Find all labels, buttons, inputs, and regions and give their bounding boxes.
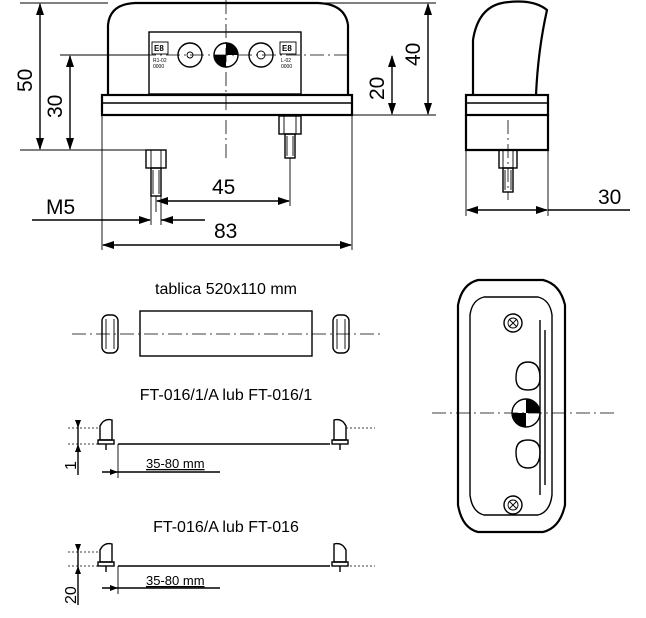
right-badge-code-1: L-02 <box>281 58 291 64</box>
dim-height-body: 30 <box>44 95 67 118</box>
dim-height-lens: 20 <box>366 77 389 100</box>
left-approval-badge: E8 R1-02 0000 <box>151 41 169 70</box>
caption-plate: tablica 520x110 mm <box>155 281 297 298</box>
lens-window <box>148 31 302 95</box>
dim-height-total: 50 <box>14 69 37 92</box>
variant-1-offset: 35-80 mm <box>146 456 205 471</box>
caption-variant-1: FT-016/1/A lub FT-016/1 <box>140 387 313 404</box>
bottom-outer-outline <box>456 278 567 534</box>
dim-height-cap: 40 <box>402 43 425 66</box>
left-badge-mark: E8 <box>154 44 164 53</box>
variant-2-offset: 35-80 mm <box>146 573 205 588</box>
license-plate <box>139 310 313 357</box>
side-base <box>464 93 550 117</box>
left-badge-code-1: R1-02 <box>153 58 167 64</box>
lamp-body-outline <box>106 1 350 95</box>
left-bolt <box>145 149 167 197</box>
side-view: 30 <box>464 0 630 216</box>
bottom-inner-outline <box>469 296 553 516</box>
front-view: E8 R1-02 0000 E8 L-02 0000 <box>14 0 436 250</box>
plate-lamp-right <box>332 314 350 354</box>
dim-width-total: 83 <box>214 220 237 243</box>
plate-lamp-left <box>101 314 119 354</box>
right-bolt <box>278 115 302 159</box>
left-badge-code-2: 0000 <box>153 64 164 70</box>
right-badge-code-2: 0000 <box>281 64 292 70</box>
variant-2-view: FT-016/A lub FT-016 20 35-80 mm <box>63 519 375 605</box>
dim-thread: M5 <box>46 196 75 219</box>
dim-depth: 30 <box>598 186 621 209</box>
bottom-screw-icon <box>503 495 523 515</box>
variant-1-view: FT-016/1/A lub FT-016/1 1 35-80 mm <box>63 387 375 478</box>
variant-1-height: 1 <box>63 461 80 470</box>
caption-variant-2: FT-016/A lub FT-016 <box>153 519 299 536</box>
dim-bolt-spacing: 45 <box>212 176 235 199</box>
base-plate <box>100 93 354 117</box>
right-approval-badge: E8 L-02 0000 <box>279 41 297 70</box>
bottom-view <box>432 278 614 534</box>
top-screw-icon <box>503 313 523 333</box>
plate-view: tablica 520x110 mm <box>72 281 380 357</box>
right-badge-mark: E8 <box>282 44 292 53</box>
variant-2-height: 20 <box>63 586 80 604</box>
side-cap-outline <box>471 0 549 96</box>
